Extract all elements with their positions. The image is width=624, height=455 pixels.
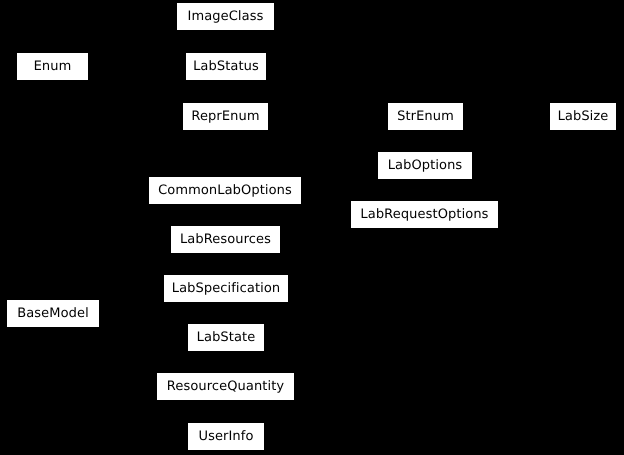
edge-basemodel-to-commonlaboptions [99,190,149,315]
class-node-labresources[interactable]: LabResources [170,225,281,254]
edge-reprenum-to-strenum [269,116,387,118]
class-node-labrequestoptions[interactable]: LabRequestOptions [350,200,499,229]
edge-basemodel-to-labresources [99,239,171,315]
class-node-commonlaboptions[interactable]: CommonLabOptions [148,176,302,205]
class-node-imageclass[interactable]: ImageClass [176,2,275,31]
class-node-labsize[interactable]: LabSize [549,102,617,131]
edge-enum-to-imageclass [88,16,177,68]
edge-strenum-to-labsize [464,116,549,118]
edge-basemodel-to-labstate [99,313,188,339]
class-node-reprenum[interactable]: ReprEnum [182,102,269,131]
edge-basemodel-to-resourcequantity [99,313,157,388]
class-node-labstatus[interactable]: LabStatus [185,52,267,81]
class-node-resourcequantity[interactable]: ResourceQuantity [156,372,295,401]
class-node-userinfo[interactable]: UserInfo [187,422,265,451]
class-node-basemodel[interactable]: BaseModel [6,299,100,328]
class-node-laboptions[interactable]: LabOptions [377,151,473,180]
class-node-strenum[interactable]: StrEnum [387,102,464,131]
edge-enum-to-reprenum [88,66,183,118]
class-node-labstate[interactable]: LabState [187,323,265,352]
class-node-labspecification[interactable]: LabSpecification [163,274,289,303]
edge-basemodel-to-labspecification [99,288,164,315]
edge-commonlaboptions-to-labrequestoptions [301,190,351,216]
class-node-enum[interactable]: Enum [16,52,89,81]
edge-enum-to-labstatus [89,66,185,68]
